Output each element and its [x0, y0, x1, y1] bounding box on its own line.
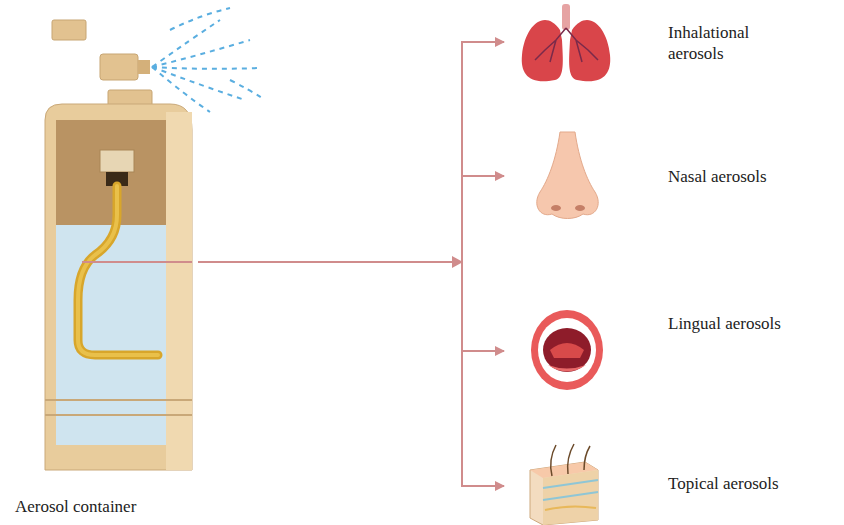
- route-label: Inhalational aerosols: [668, 22, 773, 65]
- target-node: Inhalational aerosols: [505, 0, 835, 90]
- route-label: Lingual aerosols: [668, 313, 828, 334]
- mouth-icon: [531, 310, 603, 390]
- target-node: Lingual aerosols: [505, 305, 835, 397]
- aerosol-container: [45, 8, 262, 470]
- lungs-icon: [522, 4, 610, 81]
- container-node: Aerosol container: [12, 0, 198, 525]
- branch-arrow: [198, 262, 504, 351]
- target-node: Nasal aerosols: [505, 130, 835, 222]
- branch-arrow: [198, 262, 504, 486]
- branch-arrow: [198, 176, 504, 262]
- route-label: Nasal aerosols: [668, 166, 828, 187]
- skin-icon: [530, 444, 598, 525]
- branch-arrow: [198, 42, 504, 262]
- container-label: Aerosol container: [15, 496, 195, 517]
- target-node: Topical aerosols: [505, 443, 835, 525]
- nose-icon: [537, 132, 598, 219]
- route-label: Topical aerosols: [668, 473, 828, 494]
